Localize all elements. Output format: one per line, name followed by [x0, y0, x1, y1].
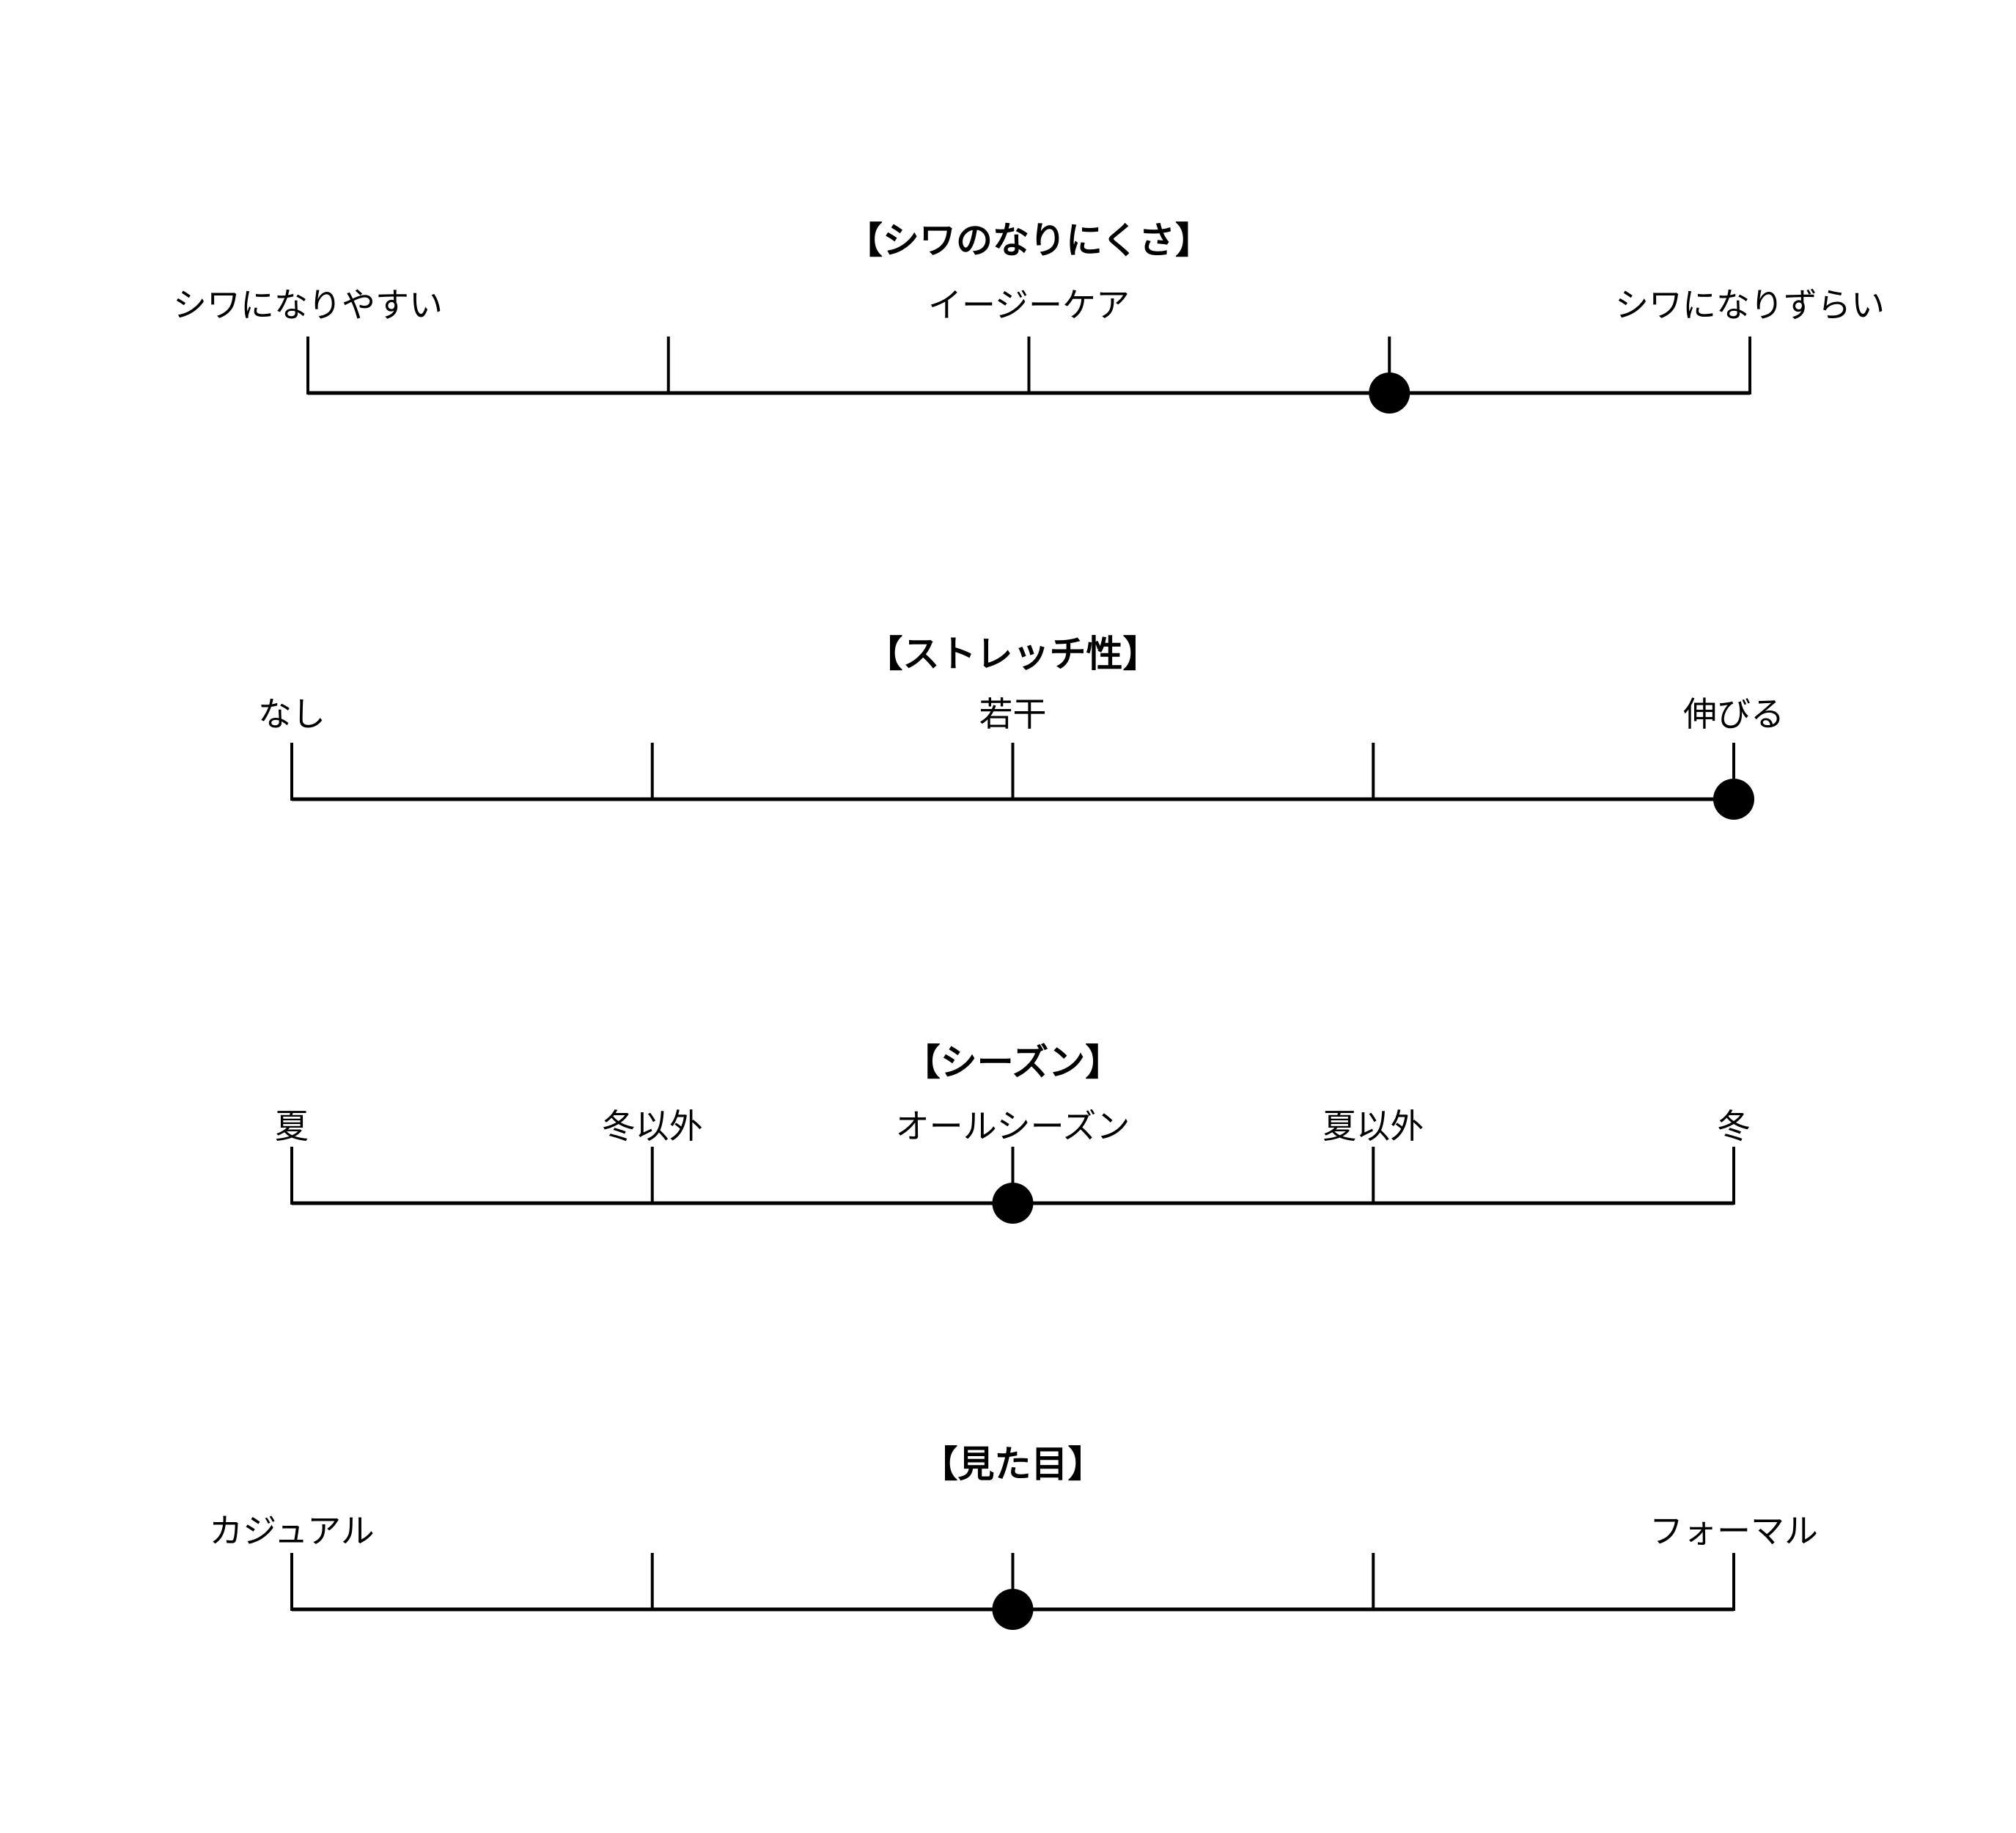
- scale-label: カジュアル: [209, 1511, 374, 1551]
- scale-value-marker: [992, 1183, 1034, 1224]
- scale-label: オールシーズン: [896, 1106, 1130, 1146]
- scale-label: 夏: [275, 1106, 309, 1146]
- scale-title: 【シワのなりにくさ】: [846, 219, 1212, 262]
- scale-label: シワになりやすい: [173, 285, 443, 325]
- scale-label: なし: [258, 694, 325, 734]
- scale-value-marker: [1713, 779, 1754, 820]
- scale-title: 【見た目】: [921, 1443, 1105, 1485]
- scale-label: シワになりずらい: [1615, 285, 1885, 325]
- scale-title: 【ストレッチ性】: [867, 633, 1160, 675]
- scale-label: フォーマル: [1649, 1511, 1818, 1551]
- scale-label: 夏以外: [1322, 1106, 1424, 1146]
- scale-title: 【シーズン】: [904, 1041, 1122, 1084]
- scale-label: 若干: [979, 694, 1047, 734]
- scale-value-marker: [992, 1589, 1034, 1630]
- scale-value-marker: [1369, 372, 1410, 414]
- scale-label: 伸びる: [1683, 694, 1784, 734]
- scale-label: 冬以外: [602, 1106, 703, 1146]
- scale-label: イージーケア: [928, 285, 1130, 325]
- scale-label: 冬: [1717, 1106, 1751, 1146]
